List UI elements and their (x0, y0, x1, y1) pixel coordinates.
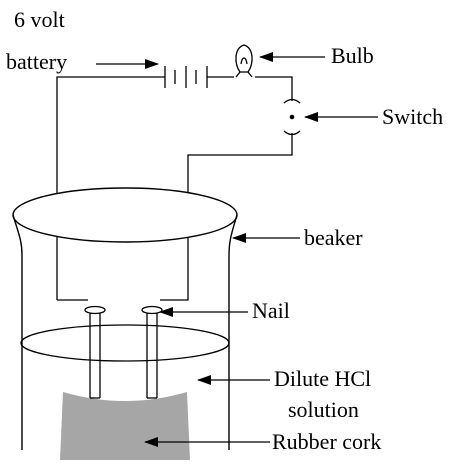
solution-surface (20, 324, 230, 362)
label-battery-volt: 6 volt (14, 7, 65, 32)
label-beaker: beaker (304, 225, 363, 250)
nail-left (84, 305, 106, 399)
nail-right (141, 305, 163, 399)
battery-icon (164, 66, 208, 88)
beaker-icon (12, 187, 238, 450)
label-bulb: Bulb (331, 43, 374, 68)
label-cork: Rubber cork (272, 429, 381, 454)
switch-icon (283, 98, 301, 136)
label-solution-line1: Dilute HCl (274, 366, 371, 391)
wire-switch-to-nail (160, 133, 293, 301)
wire-bulb-to-switch (255, 76, 293, 101)
label-arrows (96, 52, 378, 447)
label-switch: Switch (382, 104, 443, 129)
label-solution-line2: solution (288, 397, 359, 422)
label-battery: battery (6, 49, 67, 74)
label-nail: Nail (252, 298, 290, 323)
rubber-cork (60, 392, 190, 460)
bulb-icon (235, 44, 253, 78)
